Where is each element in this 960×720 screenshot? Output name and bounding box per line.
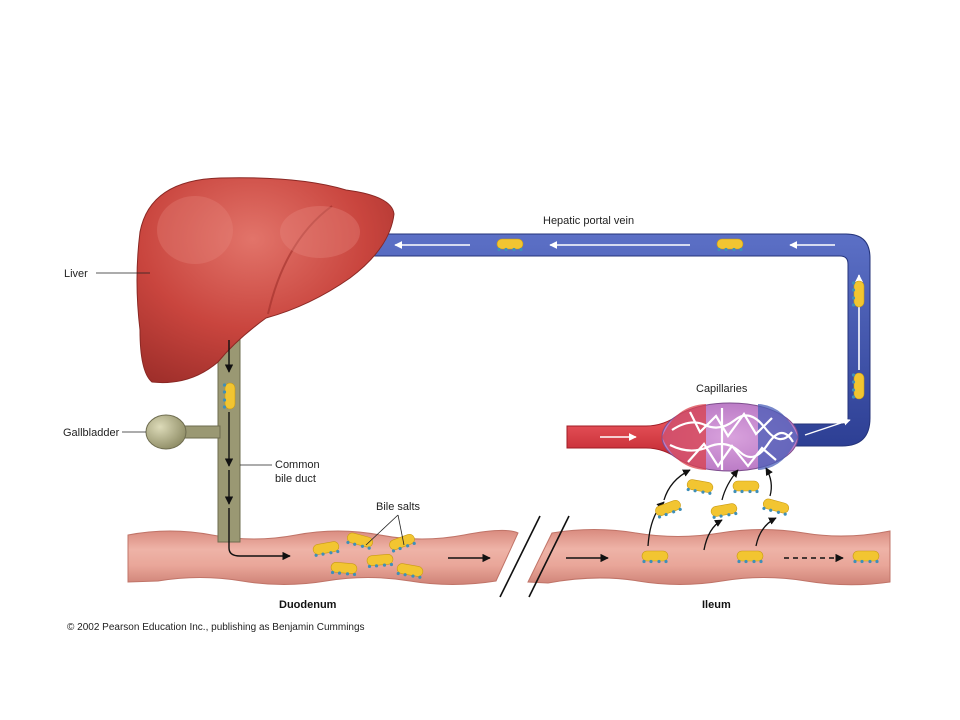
absorption-arrow-5 — [755, 517, 777, 547]
gallbladder-label: Gallbladder — [63, 427, 120, 439]
bile-salt-particle — [686, 479, 714, 495]
liver — [136, 177, 395, 384]
ileum-label: Ileum — [702, 599, 731, 611]
bile-salt-particle — [641, 550, 669, 564]
hepatic-portal-vein-label: Hepatic portal vein — [543, 215, 634, 227]
absorption-arrow-1 — [647, 501, 665, 547]
bile-salt-particle — [496, 238, 524, 252]
bile-salt-particle — [716, 238, 744, 252]
gallbladder — [145, 414, 187, 450]
bile-salt-particle — [732, 480, 760, 494]
bile-salt-particle — [736, 550, 764, 564]
duodenum-label: Duodenum — [279, 599, 337, 611]
liver-label: Liver — [64, 268, 88, 280]
capillary-bed — [661, 402, 799, 472]
bile-salt-particle — [655, 499, 682, 519]
bile-salt-particle — [312, 541, 340, 557]
bile-salt-particle — [851, 280, 865, 308]
copyright-notice: © 2002 Pearson Education Inc., publishin… — [67, 622, 365, 633]
bile-salt-particle — [396, 563, 424, 579]
bile-salts-leader-1 — [365, 514, 399, 546]
capillaries-label: Capillaries — [696, 383, 748, 395]
bile-salts-leader-2 — [397, 514, 405, 546]
absorption-arrow-4 — [721, 469, 739, 501]
absorption-arrow-6 — [765, 467, 773, 497]
bile-salt-particles — [222, 238, 880, 579]
bile-salt-particle — [222, 382, 236, 410]
bile-duct-to-duodenum-arrow — [228, 508, 291, 561]
bile-salt-particle — [366, 554, 394, 569]
hepatic-portal-vein — [371, 233, 871, 447]
common-bile-duct-label-line1: Common — [275, 459, 320, 471]
absorption-arrow-2 — [663, 469, 691, 501]
break-line-left — [499, 515, 541, 598]
vein-flow-arrow-5 — [804, 418, 851, 436]
common-bile-duct-label-line2: bile duct — [275, 473, 316, 485]
absorption-arrow-3 — [703, 519, 723, 551]
bile-salt-particle — [710, 503, 738, 519]
break-line-right — [528, 515, 570, 598]
bile-salt-particle — [389, 533, 416, 553]
bile-salts-label: Bile salts — [376, 501, 421, 513]
bile-salt-particle — [346, 532, 374, 550]
bile-salt-particle — [330, 562, 358, 577]
bile-salt-particle — [762, 498, 790, 516]
ileum-segment — [527, 529, 891, 586]
bile-salt-particle — [851, 372, 865, 400]
bile-salt-particle — [852, 550, 880, 564]
